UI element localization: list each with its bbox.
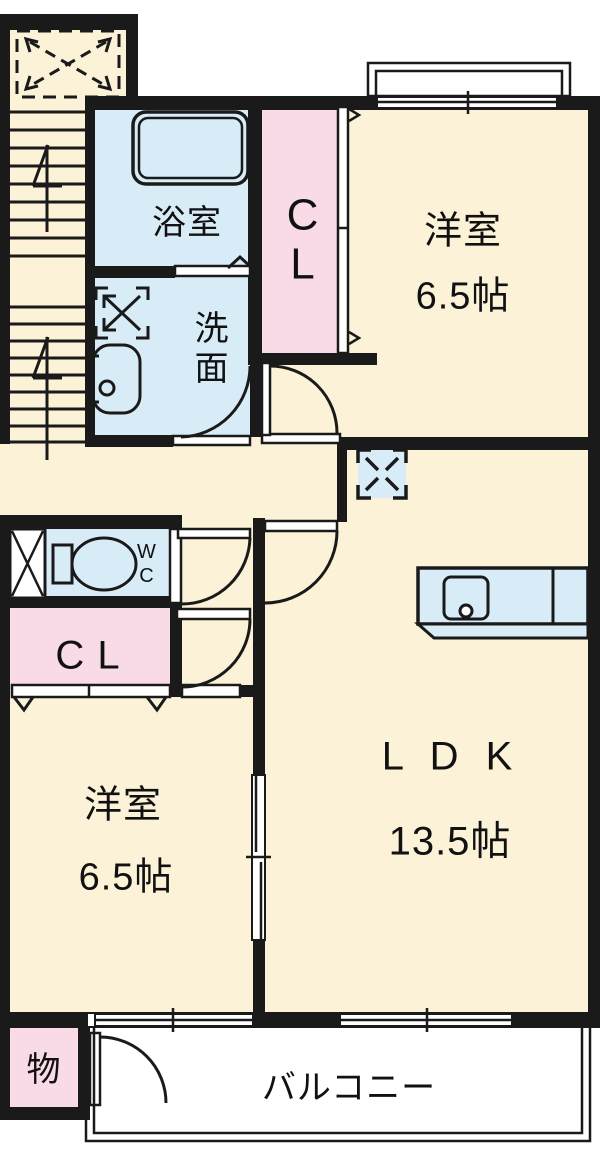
bathroom-label: 浴室 bbox=[152, 203, 222, 242]
kitchen-counter-icon bbox=[414, 566, 590, 640]
bathroom-floor bbox=[95, 108, 248, 270]
wall-openings bbox=[10, 105, 350, 1107]
bedroom-bottom-size: 6.5帖 bbox=[78, 856, 174, 899]
bedroom-bottom-door-opening bbox=[180, 683, 242, 699]
bedroom-top-door-opening bbox=[260, 432, 342, 445]
bedroom-top-door-arc bbox=[269, 364, 339, 434]
bathroom-door-opening bbox=[173, 264, 252, 278]
closet-top-floor bbox=[262, 108, 338, 355]
wc-label: W C bbox=[137, 541, 157, 587]
closet-top-folding-door bbox=[336, 105, 350, 355]
ldk-door-arc bbox=[264, 530, 339, 605]
washing-machine-icon bbox=[94, 286, 150, 340]
storage-floor bbox=[10, 1028, 78, 1108]
stair-up-arrow bbox=[31, 336, 62, 460]
bay-window bbox=[366, 61, 572, 114]
floor-fills bbox=[0, 14, 600, 1108]
bedroom-bottom-door-leaf bbox=[175, 607, 252, 621]
bedroom-top-label: 洋室 bbox=[423, 210, 503, 253]
wc-door-opening bbox=[168, 527, 183, 605]
wc-door-leaf bbox=[176, 527, 252, 540]
bathtub-icon bbox=[131, 110, 250, 186]
bedroom-top-size: 6.5帖 bbox=[415, 275, 511, 318]
sliding-door bbox=[246, 774, 271, 941]
stair-up-arrow bbox=[31, 144, 62, 232]
wc-door-arc bbox=[181, 537, 252, 606]
bedroom-bottom-label: 洋室 bbox=[83, 784, 163, 827]
pipe-space-x bbox=[8, 527, 47, 600]
staircase bbox=[2, 110, 85, 460]
walls bbox=[0, 14, 600, 1120]
folding-door-arrow bbox=[12, 696, 35, 713]
toilet-icon bbox=[51, 536, 138, 592]
washroom-door-opening bbox=[171, 434, 252, 447]
void-x-symbol bbox=[15, 29, 121, 99]
closet-bottom-label: C L bbox=[55, 633, 121, 678]
washroom-label: 洗面 bbox=[189, 310, 228, 390]
sink-icon bbox=[91, 343, 142, 415]
closet-bottom-folding-door bbox=[10, 683, 172, 699]
balcony-door-arc bbox=[99, 1035, 168, 1104]
bedroom-top-door-leaf bbox=[260, 361, 272, 437]
washroom-door-arc bbox=[180, 365, 252, 439]
window-band bbox=[94, 1008, 513, 1032]
folding-door-arrow bbox=[348, 330, 362, 346]
balcony-outline bbox=[84, 1028, 592, 1143]
ldk-label: L D K bbox=[381, 734, 521, 779]
ldk-size: 13.5帖 bbox=[388, 819, 512, 864]
folding-door-arrow bbox=[145, 696, 168, 713]
folding-door-arrow bbox=[348, 107, 362, 123]
balcony-label: バルコニー bbox=[261, 1068, 437, 1107]
washroom-floor bbox=[95, 276, 250, 437]
opening-details bbox=[12, 107, 362, 713]
door-arcs bbox=[99, 364, 339, 1104]
bedroom-bottom-door-arc bbox=[181, 618, 252, 689]
folding-door-arrow bbox=[226, 254, 254, 270]
closet-bottom-floor bbox=[10, 608, 170, 689]
storage-label: 物 bbox=[26, 1050, 62, 1089]
closet-top-label: C L bbox=[286, 190, 320, 289]
access-hatch-x bbox=[356, 448, 408, 500]
ldk-door-leaf bbox=[263, 519, 339, 533]
